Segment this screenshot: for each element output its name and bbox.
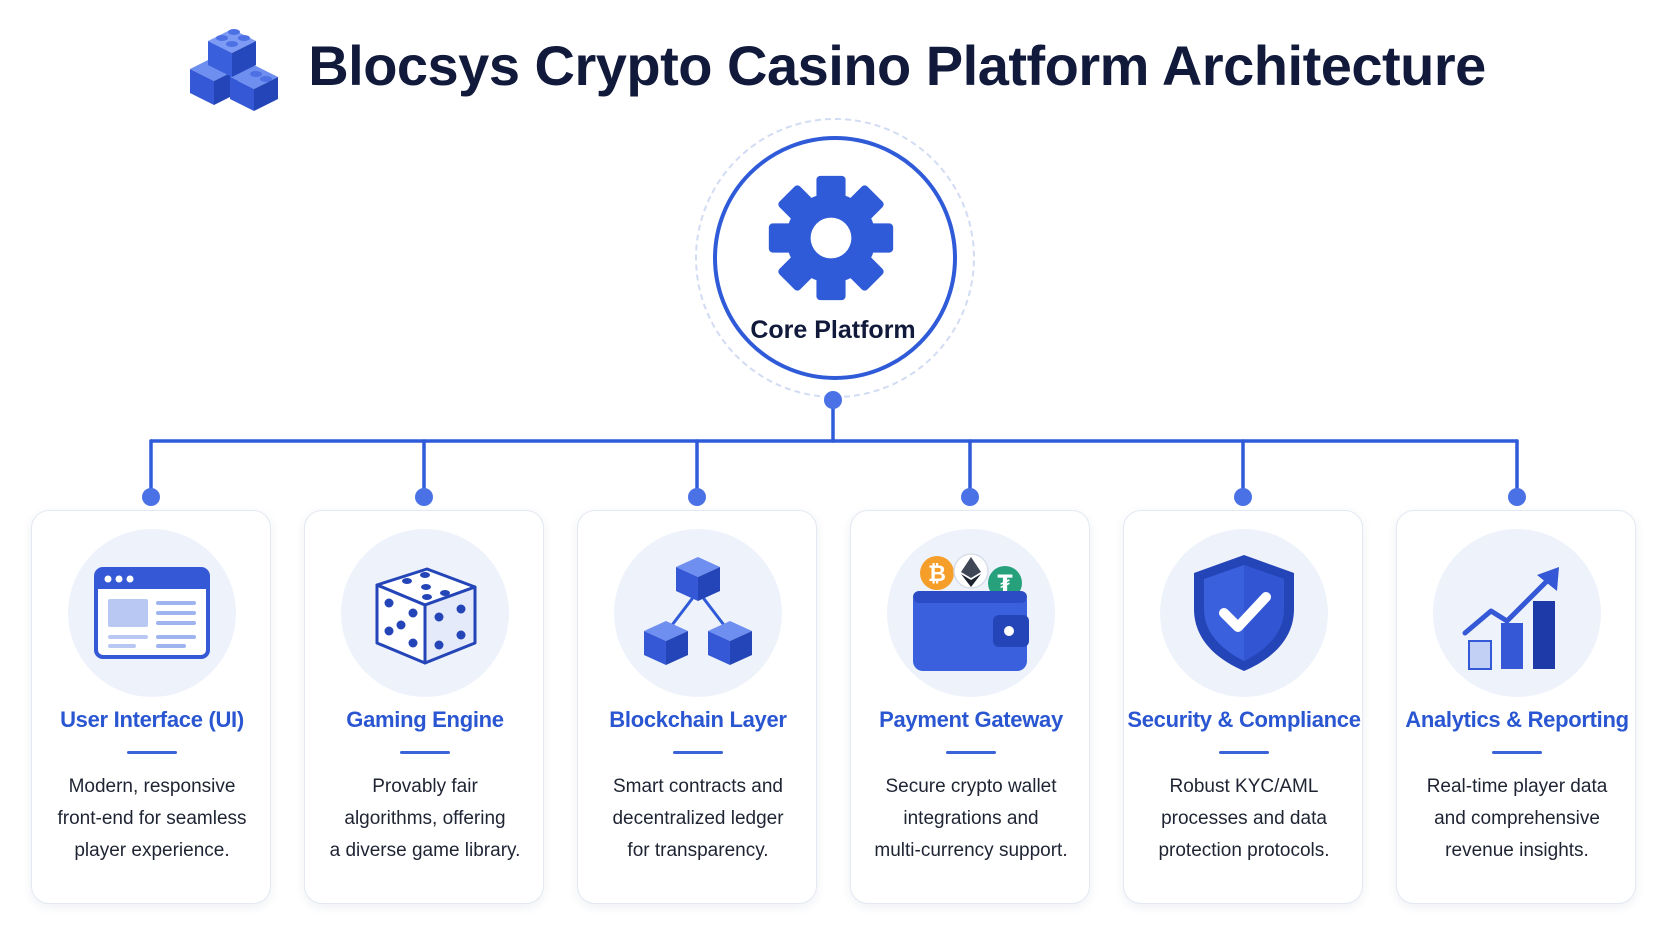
browser-window-icon	[94, 567, 210, 659]
svg-text:₿: ₿	[928, 562, 946, 587]
module-title: Security & Compliance	[1127, 707, 1361, 732]
module-description: Real-time player data and comprehensive …	[1426, 776, 1608, 861]
module-card-analytics-reporting: Analytics & Reporting Real-time player d…	[1396, 510, 1636, 904]
blockchain-nodes-icon	[644, 557, 752, 665]
core-platform-label: Core Platform	[750, 316, 916, 344]
crypto-wallet-icon: ₿ ₮	[913, 553, 1029, 671]
title-underline	[1492, 751, 1542, 754]
module-title: Gaming Engine	[346, 707, 504, 732]
header: Blocsys Crypto Casino Platform Architect…	[0, 20, 1672, 111]
module-card-security-compliance: Security & Compliance Robust KYC/AML pro…	[1123, 510, 1363, 904]
module-title: User Interface (UI)	[60, 707, 244, 732]
connector-dot	[142, 488, 160, 506]
title-underline	[946, 751, 996, 754]
module-title: Payment Gateway	[879, 707, 1063, 732]
icon-backdrop	[1433, 529, 1601, 697]
connector-dot	[1508, 488, 1526, 506]
core-platform-node: Core Platform	[695, 118, 975, 398]
dice-icon	[375, 567, 477, 665]
module-description: Smart contracts and decentralized ledger…	[612, 776, 784, 861]
icon-backdrop: ₿ ₮	[887, 529, 1055, 697]
title-underline	[400, 751, 450, 754]
connector-dot	[688, 488, 706, 506]
module-description: Robust KYC/AML processes and data protec…	[1158, 776, 1330, 861]
connector-dot	[1234, 488, 1252, 506]
icon-backdrop	[341, 529, 509, 697]
svg-text:₮: ₮	[997, 572, 1013, 597]
bitcoin-coin	[920, 556, 954, 590]
title-underline	[127, 751, 177, 754]
module-description: Provably fair algorithms, offering a div…	[329, 776, 521, 861]
title-underline	[673, 751, 723, 754]
connector-dot	[961, 488, 979, 506]
module-card-user-interface: User Interface (UI) Modern, responsive f…	[31, 510, 271, 904]
page-title: Blocsys Crypto Casino Platform Architect…	[308, 33, 1486, 97]
icon-backdrop	[614, 529, 782, 697]
module-card-gaming-engine: Gaming Engine Provably fair algorithms, …	[304, 510, 544, 904]
module-title: Analytics & Reporting	[1405, 707, 1629, 732]
growth-chart-icon	[1462, 567, 1559, 670]
title-underline	[1219, 751, 1269, 754]
module-title: Blockchain Layer	[609, 707, 787, 732]
icon-backdrop	[1160, 529, 1328, 697]
blocks-logo-icon	[190, 29, 279, 111]
module-card-blockchain-layer: Blockchain Layer Smart contracts and dec…	[577, 510, 817, 904]
gear-icon	[768, 175, 894, 301]
module-description: Secure crypto wallet integrations and mu…	[874, 776, 1068, 861]
module-card-payment-gateway: ₿ ₮ Payment Gateway Secure crypto wallet…	[850, 510, 1090, 904]
module-description: Modern, responsive front-end for seamles…	[57, 776, 247, 861]
icon-backdrop	[68, 529, 236, 697]
connector-dot	[415, 488, 433, 506]
shield-check-icon	[1194, 555, 1294, 671]
